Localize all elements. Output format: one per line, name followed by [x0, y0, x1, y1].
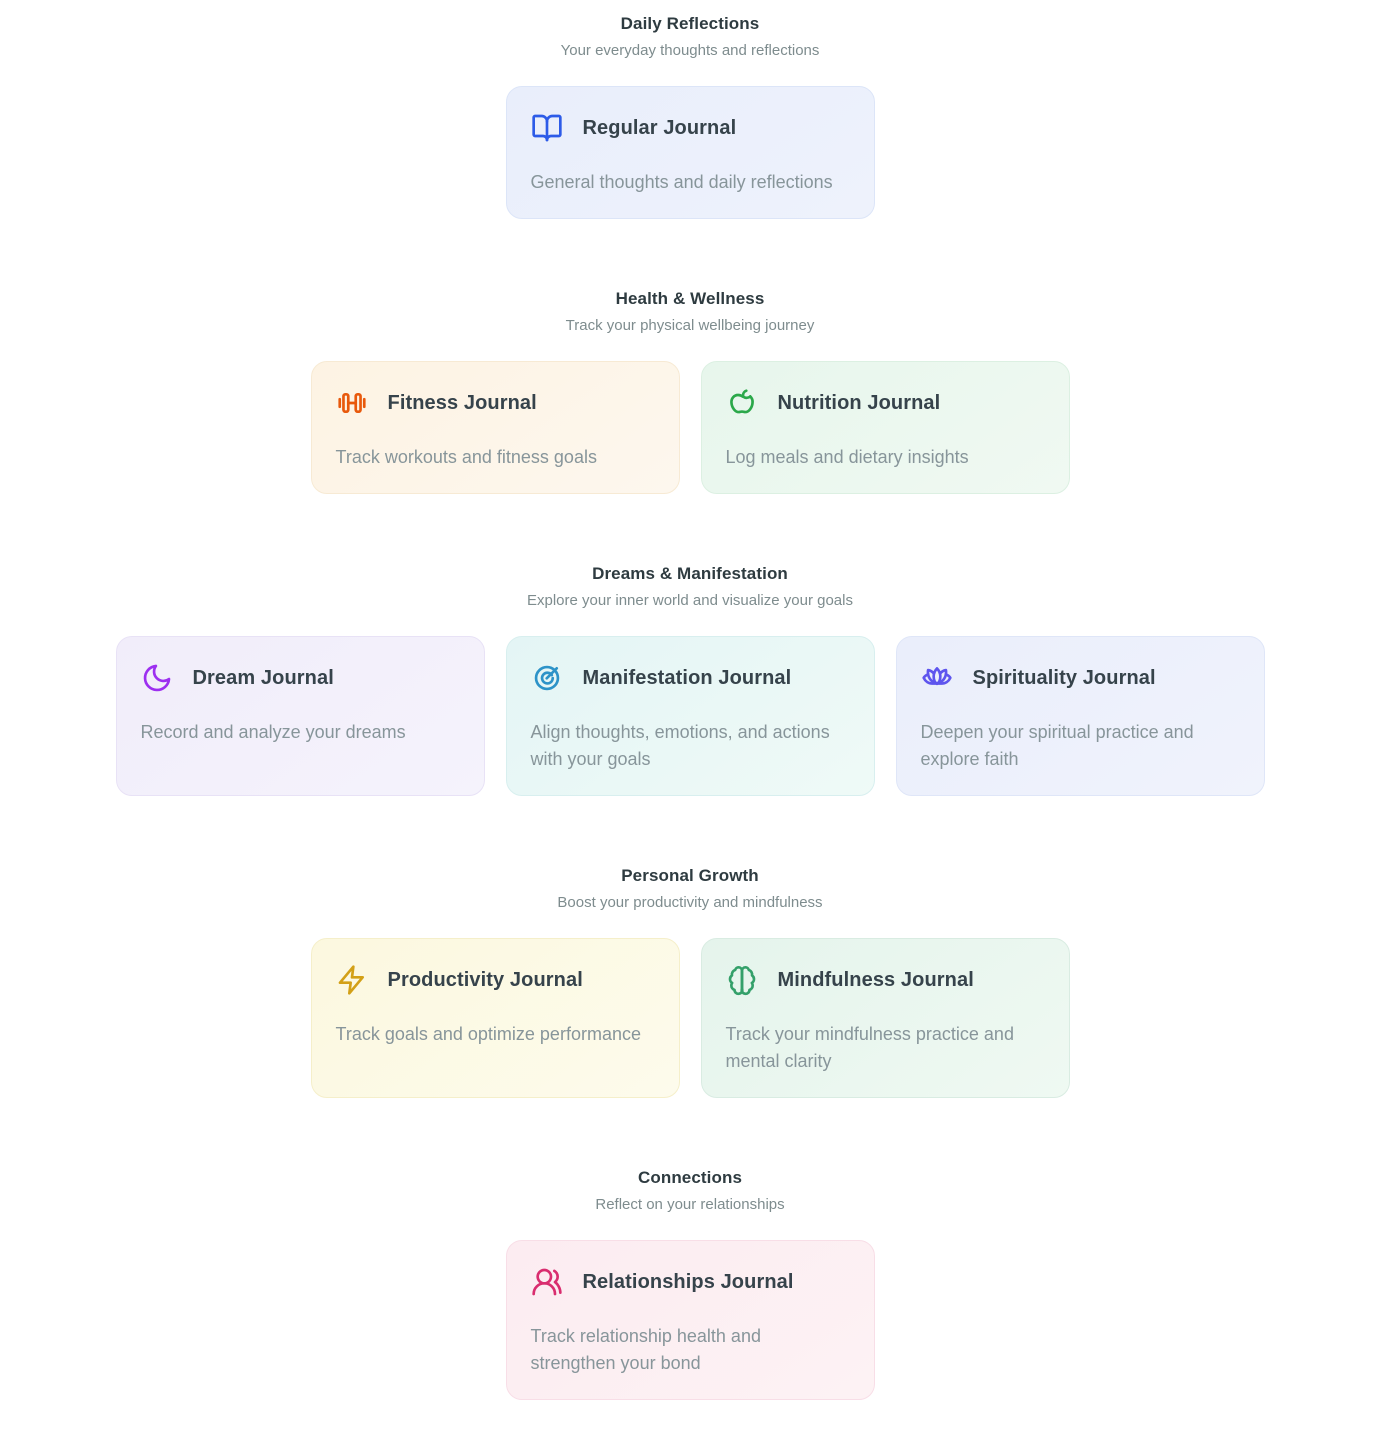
apple-icon [726, 387, 758, 419]
journal-card-title: Relationships Journal [582, 1270, 794, 1293]
card-header: Dream Journal [141, 662, 460, 694]
journal-card-title: Productivity Journal [387, 968, 583, 991]
book-open-icon [531, 112, 563, 144]
card-header: Relationships Journal [531, 1266, 850, 1298]
card-header: Productivity Journal [336, 964, 655, 996]
section-personal-growth: Personal Growth Boost your productivity … [0, 866, 1380, 1098]
journal-card-title: Nutrition Journal [777, 391, 941, 414]
card-header: Fitness Journal [336, 387, 655, 419]
card-header: Regular Journal [531, 112, 850, 144]
journal-card-description: Track workouts and fitness goals [335, 447, 597, 467]
journal-card-description: Track your mindfulness practice and ment… [725, 1024, 1014, 1071]
journal-card-mindfulness[interactable]: Mindfulness Journal Track your mindfulne… [700, 938, 1070, 1098]
brain-icon [726, 964, 758, 996]
journal-card-title: Regular Journal [582, 116, 737, 139]
target-check-icon [531, 662, 563, 694]
journal-type-picker: Daily Reflections Your everyday thoughts… [0, 14, 1380, 1400]
lotus-icon [921, 662, 953, 694]
section-title: Dreams & Manifestation [592, 564, 788, 583]
journal-card-description: Track goals and optimize performance [335, 1024, 641, 1044]
section-subtitle: Boost your productivity and mindfulness [557, 894, 823, 911]
journal-card-description: General thoughts and daily reflections [530, 172, 833, 192]
card-header: Spirituality Journal [921, 662, 1240, 694]
journal-card-fitness[interactable]: Fitness Journal Track workouts and fitne… [310, 361, 680, 494]
section-title: Connections [637, 1168, 743, 1187]
journal-card-productivity[interactable]: Productivity Journal Track goals and opt… [310, 938, 680, 1098]
card-row: Regular Journal General thoughts and dai… [0, 86, 1380, 219]
journal-card-title: Mindfulness Journal [777, 968, 974, 991]
journal-card-description: Track relationship health and strengthen… [530, 1326, 761, 1373]
card-header: Manifestation Journal [531, 662, 850, 694]
users-icon [531, 1266, 563, 1298]
section-health-wellness: Health & Wellness Track your physical we… [0, 289, 1380, 494]
journal-card-title: Dream Journal [192, 666, 334, 689]
section-subtitle: Explore your inner world and visualize y… [526, 592, 853, 609]
card-header: Nutrition Journal [726, 387, 1045, 419]
card-row: Relationships Journal Track relationship… [0, 1240, 1380, 1400]
journal-card-title: Fitness Journal [387, 391, 537, 414]
journal-card-relationships[interactable]: Relationships Journal Track relationship… [505, 1240, 875, 1400]
section-title: Daily Reflections [620, 14, 760, 33]
section-subtitle: Your everyday thoughts and reflections [560, 42, 820, 59]
journal-card-description: Align thoughts, emotions, and actions wi… [530, 722, 830, 769]
section-title: Health & Wellness [615, 289, 765, 308]
card-header: Mindfulness Journal [726, 964, 1045, 996]
journal-card-description: Log meals and dietary insights [725, 447, 969, 467]
section-subtitle: Reflect on your relationships [595, 1196, 785, 1213]
card-row: Dream Journal Record and analyze your dr… [0, 636, 1380, 796]
section-daily-reflections: Daily Reflections Your everyday thoughts… [0, 14, 1380, 219]
card-row: Fitness Journal Track workouts and fitne… [0, 361, 1380, 494]
journal-card-spirituality[interactable]: Spirituality Journal Deepen your spiritu… [895, 636, 1265, 796]
dumbbell-icon [336, 387, 368, 419]
moon-icon [141, 662, 173, 694]
section-dreams-manifestation: Dreams & Manifestation Explore your inne… [0, 564, 1380, 796]
journal-card-title: Spirituality Journal [972, 666, 1156, 689]
section-connections: Connections Reflect on your relationship… [0, 1168, 1380, 1400]
journal-card-nutrition[interactable]: Nutrition Journal Log meals and dietary … [700, 361, 1070, 494]
section-subtitle: Track your physical wellbeing journey [565, 317, 815, 334]
journal-card-description: Deepen your spiritual practice and explo… [920, 722, 1194, 769]
journal-card-description: Record and analyze your dreams [140, 722, 406, 742]
lightning-bolt-icon [336, 964, 368, 996]
journal-card-regular[interactable]: Regular Journal General thoughts and dai… [505, 86, 875, 219]
section-title: Personal Growth [621, 866, 759, 885]
journal-card-dream[interactable]: Dream Journal Record and analyze your dr… [115, 636, 485, 796]
card-row: Productivity Journal Track goals and opt… [0, 938, 1380, 1098]
journal-card-manifestation[interactable]: Manifestation Journal Align thoughts, em… [505, 636, 875, 796]
journal-card-title: Manifestation Journal [582, 666, 792, 689]
